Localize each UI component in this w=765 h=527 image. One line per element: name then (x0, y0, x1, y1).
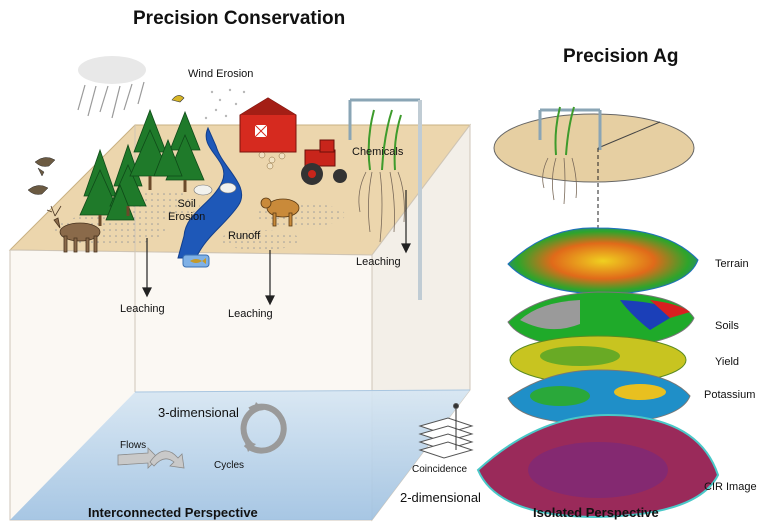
label-soil-erosion: Soil Erosion (168, 198, 205, 224)
forest (79, 108, 205, 226)
potassium-layer (507, 369, 691, 425)
precision-conservation-title: Precision Conservation (133, 8, 346, 29)
label-coincidence: Coincidence (412, 464, 468, 475)
label-yield: Yield (715, 356, 740, 368)
geese-icon (27, 157, 56, 195)
label-soils: Soils (715, 320, 739, 332)
caption-interconnected: Interconnected Perspective (88, 505, 258, 520)
label-runoff: Runoff (228, 230, 261, 242)
label-flows: Flows (120, 440, 147, 451)
tractor-icon (301, 139, 347, 185)
precision-ag-title: Precision Ag (563, 46, 679, 67)
label-soil: Soil (177, 198, 196, 210)
rain-cloud-icon (77, 56, 146, 119)
label-leaching-runoff: Leaching (228, 308, 273, 320)
wind-dust (204, 88, 246, 120)
deer-icon (46, 205, 101, 253)
label-three-dimensional: 3-dimensional (158, 405, 239, 420)
barn-icon (239, 97, 297, 153)
fish-icon (190, 258, 206, 264)
label-leaching-chemicals: Leaching (356, 256, 401, 268)
groundwater (10, 390, 470, 520)
label-leaching-forest: Leaching (120, 303, 165, 315)
leaching-arrows (142, 190, 411, 306)
label-terrain: Terrain (715, 258, 749, 270)
label-chemicals: Chemicals (352, 146, 404, 158)
terrain-layer (507, 227, 699, 295)
caption-isolated: Isolated Perspective (533, 505, 659, 520)
precision-ag-stack (476, 106, 720, 519)
label-erosion: Erosion (168, 211, 206, 223)
crop-plants-left (348, 98, 422, 300)
label-cir-image: CIR Image (704, 481, 757, 493)
label-cycles: Cycles (214, 460, 245, 471)
bird-icon (171, 95, 185, 103)
label-wind-erosion: Wind Erosion (188, 68, 254, 80)
cow-icon (260, 197, 300, 227)
flows-arrow-icon (117, 447, 185, 469)
label-two-dimensional: 2-dimensional (400, 490, 481, 505)
coincidence-stack-icon (418, 403, 474, 459)
label-potassium: Potassium (704, 389, 756, 401)
sheep-icon (193, 182, 237, 196)
chickens-icon (258, 151, 286, 170)
field-disc (493, 113, 695, 183)
